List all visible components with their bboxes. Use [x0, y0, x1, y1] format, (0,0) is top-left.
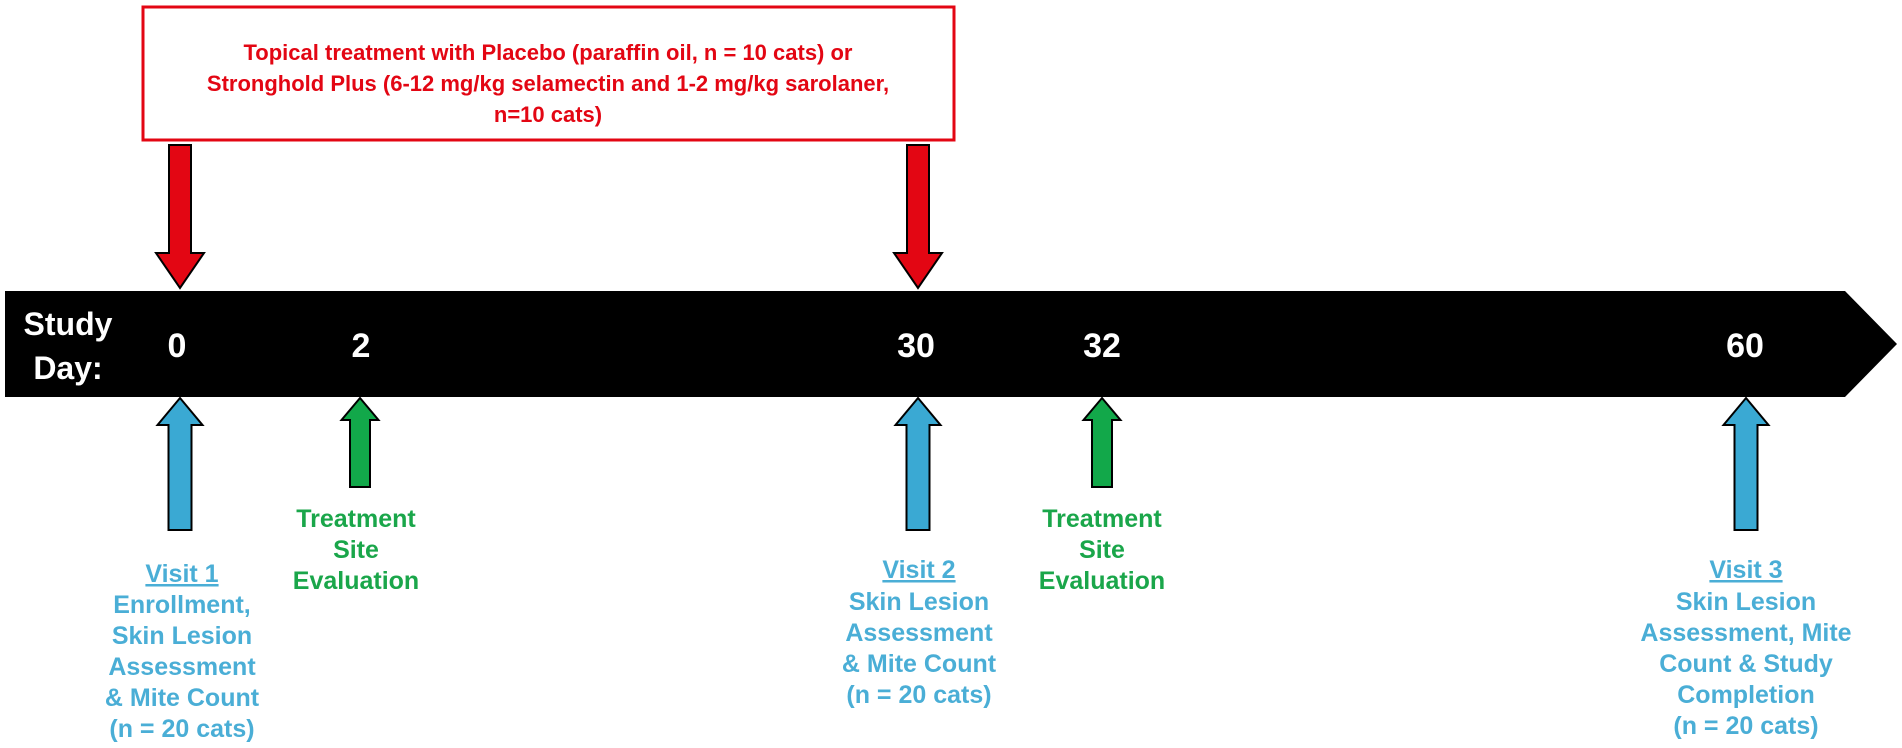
evaluation-label: Treatment Site Evaluation [1039, 505, 1165, 595]
visit-line: & Mite Count [105, 684, 260, 712]
treatment-box: Topical treatment with Placebo (paraffin… [141, 5, 956, 142]
visit-line: Assessment [845, 619, 993, 647]
treatment-box-line: Stronghold Plus (6-12 mg/kg selamectin a… [207, 71, 889, 96]
visit-line: Skin Lesion [849, 588, 989, 616]
treatment-box-line: Topical treatment with Placebo (paraffin… [244, 40, 853, 65]
day-label: 2 [352, 327, 371, 365]
visit-title: Visit 3 [1709, 556, 1782, 584]
day-label: 32 [1083, 327, 1121, 365]
treatment-arrow [892, 144, 944, 290]
visit-line: Completion [1677, 681, 1815, 709]
timeline-label-line: Day: [33, 350, 102, 386]
evaluation-line: Evaluation [1039, 567, 1165, 595]
visit-line: Enrollment, [113, 591, 251, 619]
treatment-box-border [141, 5, 956, 142]
visit-label: Visit 3 Skin Lesion Assessment, Mite Cou… [1640, 556, 1851, 740]
timeline-label-line: Study [24, 306, 113, 342]
visit-line: & Mite Count [842, 650, 997, 678]
visit-line: (n = 20 cats) [109, 715, 254, 743]
visit-line: (n = 20 cats) [846, 681, 991, 709]
evaluation-label: Treatment Site Evaluation [293, 505, 419, 595]
visit-title: Visit 2 [882, 556, 955, 584]
evaluation-line: Site [333, 536, 379, 564]
day-label: 30 [897, 327, 935, 365]
visit-line: (n = 20 cats) [1673, 712, 1818, 740]
visit-label: Visit 1 Enrollment, Skin Lesion Assessme… [105, 560, 260, 743]
visit-arrow [893, 396, 943, 531]
visit-title: Visit 1 [145, 560, 218, 588]
visit-line: Skin Lesion [112, 622, 252, 650]
timeline-label: Study Day: [24, 306, 113, 386]
visit-line: Assessment [108, 653, 256, 681]
visit-line: Skin Lesion [1676, 588, 1816, 616]
visit-arrow [155, 396, 205, 531]
treatment-box-line: n=10 cats) [494, 102, 602, 127]
visit-line: Assessment, Mite [1640, 619, 1851, 647]
evaluation-line: Treatment [296, 505, 416, 533]
evaluation-line: Evaluation [293, 567, 419, 595]
evaluation-arrow [1081, 396, 1123, 488]
visit-arrow [1721, 396, 1771, 531]
arrow-layer [154, 144, 1771, 531]
day-label: 60 [1726, 327, 1764, 365]
visit-label: Visit 2 Skin Lesion Assessment & Mite Co… [842, 556, 997, 709]
evaluation-line: Site [1079, 536, 1125, 564]
timeline-arrow [5, 291, 1897, 397]
day-label: 0 [168, 327, 187, 365]
evaluation-arrow [339, 396, 381, 488]
treatment-arrow [154, 144, 206, 290]
visit-line: Count & Study [1659, 650, 1833, 678]
evaluation-line: Treatment [1042, 505, 1162, 533]
